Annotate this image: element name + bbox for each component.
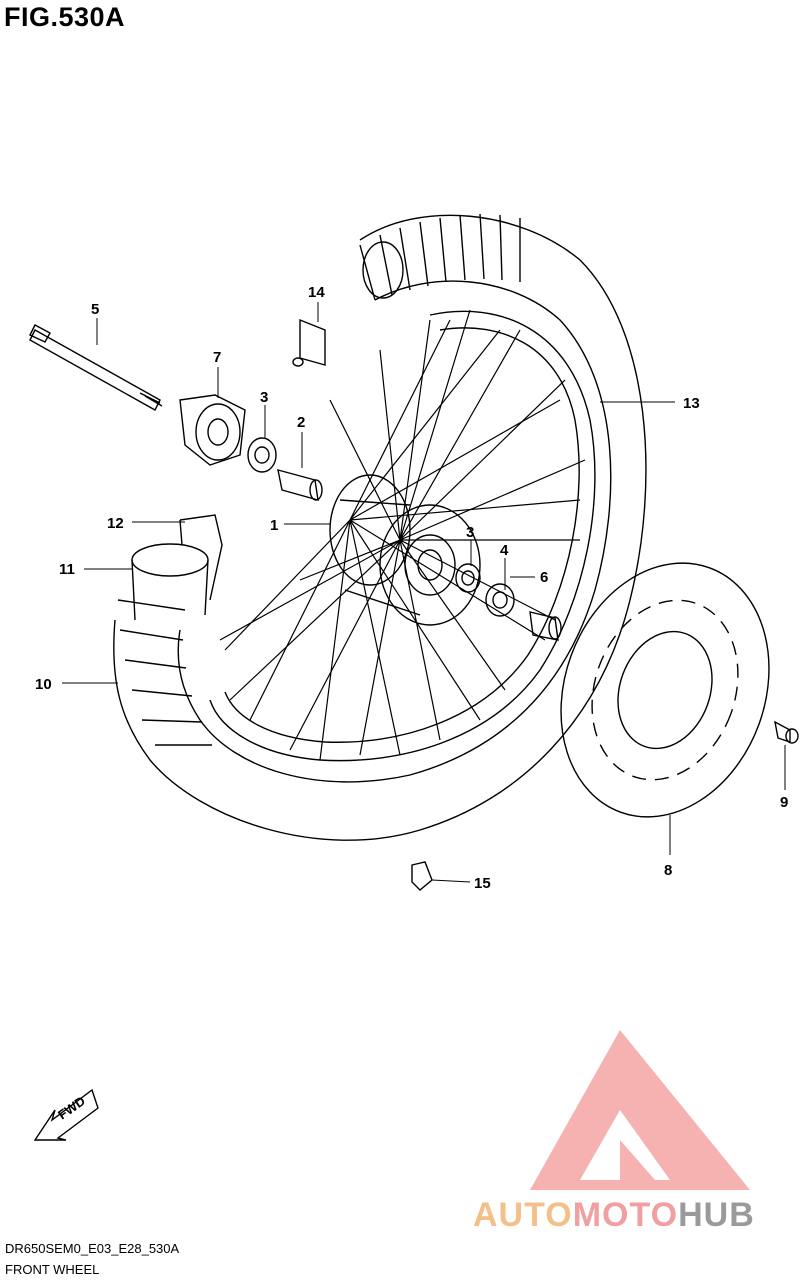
air-valve[interactable] (292, 318, 326, 367)
watermark-part-auto: AUTO (473, 1196, 573, 1234)
watermark-part-hub: HUB (678, 1196, 755, 1234)
front-axle[interactable] (29, 324, 163, 411)
wheel-bearing-left[interactable] (247, 437, 277, 473)
callout-14: 14 (308, 284, 325, 301)
watermark-text: AUTOMOTOHUB (473, 1196, 755, 1235)
callout-15: 15 (474, 875, 491, 892)
oil-seal[interactable] (485, 583, 515, 617)
spokes (219, 309, 586, 761)
callout-9: 9 (780, 794, 788, 811)
brake-disc[interactable] (527, 534, 800, 847)
watermark-part-moto: MOTO (572, 1196, 679, 1234)
callout-12: 12 (107, 515, 124, 532)
callout-3: 3 (260, 389, 268, 406)
figure-title: FIG.530A (4, 2, 126, 32)
collar[interactable] (529, 611, 562, 641)
speedometer-gearbox[interactable] (179, 394, 246, 466)
spacer[interactable] (277, 469, 323, 501)
diagram-name: FRONT WHEEL (5, 1262, 100, 1277)
watermark-triangle-icon (530, 1030, 750, 1190)
callout-labels: 1 2 3 3 4 5 6 7 8 9 10 11 12 13 14 15 FW… (35, 284, 788, 1122)
callout-7: 7 (213, 349, 221, 366)
valve-cap[interactable] (411, 861, 433, 891)
tire[interactable] (113, 213, 647, 841)
callout-6: 6 (540, 569, 548, 586)
callout-5: 5 (91, 301, 99, 318)
hub[interactable] (329, 474, 481, 626)
callout-8: 8 (664, 862, 672, 879)
callout-13: 13 (683, 395, 700, 412)
inner-tube[interactable] (131, 543, 209, 621)
rim-band[interactable] (179, 514, 223, 601)
watermark-logo: AUTOMOTOHUB (470, 1020, 800, 1240)
callout-1: 1 (270, 517, 278, 534)
callout-10: 10 (35, 676, 52, 693)
fwd-arrow-icon (33, 1088, 99, 1141)
diagram-code: DR650SEM0_E03_E28_530A (5, 1241, 180, 1256)
wheel-bearing-right[interactable] (455, 563, 481, 593)
leader-lines (62, 302, 786, 883)
disc-bolt[interactable] (774, 720, 799, 744)
callout-4: 4 (500, 542, 509, 559)
callout-2: 2 (297, 414, 305, 431)
callout-3b: 3 (466, 524, 474, 541)
callout-11: 11 (59, 561, 75, 578)
rim (209, 310, 596, 762)
